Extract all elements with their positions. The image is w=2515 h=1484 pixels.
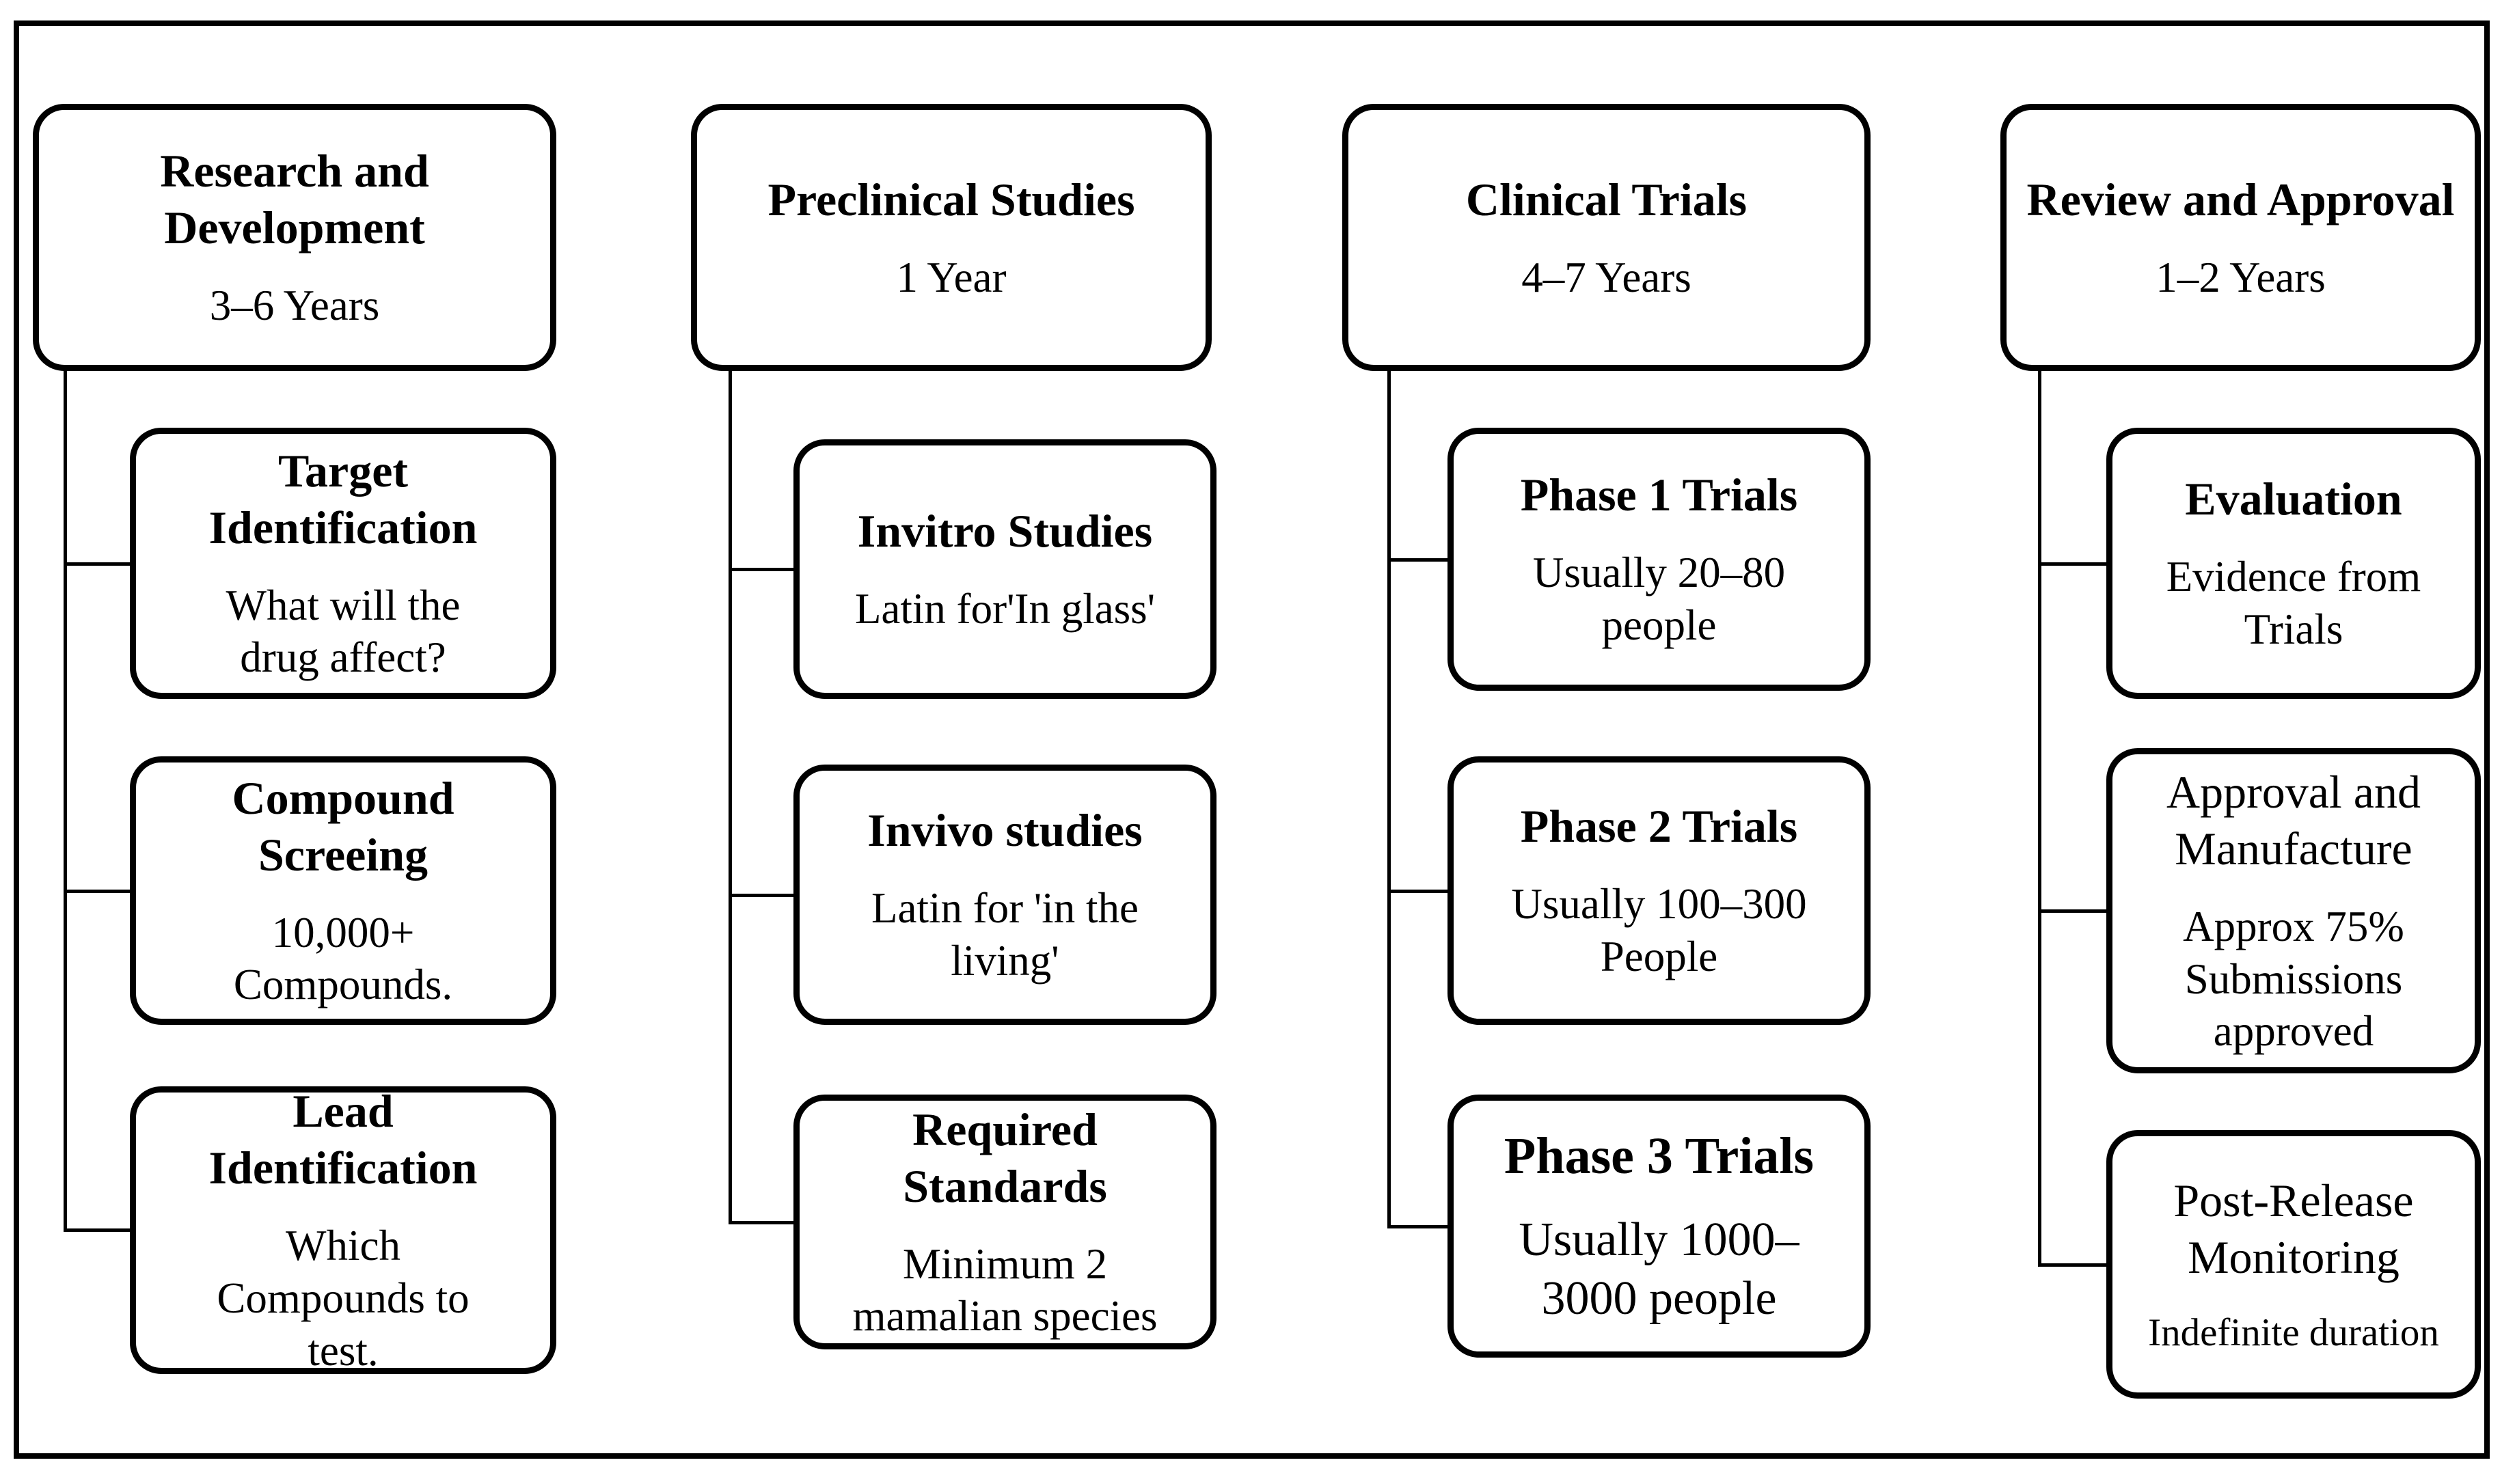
substage-description: What will the drug affect? — [226, 581, 461, 682]
connector-trunk-col3 — [1387, 371, 1391, 1228]
substage-title: Required Standards — [903, 1103, 1107, 1212]
connector-stub — [64, 1228, 130, 1232]
connector-stub — [64, 890, 130, 893]
substage-box-compound-screening: Compound Screeing 10,000+ Compounds. — [130, 756, 556, 1025]
stage-duration: 1 Year — [896, 253, 1007, 301]
stage-title: Review and Approval — [2026, 173, 2455, 225]
stage-title: Preclinical Studies — [767, 173, 1135, 225]
substage-description: Which Compounds to test. — [217, 1222, 470, 1375]
stage-box-review-and-approval: Review and Approval 1–2 Years — [2000, 104, 2481, 371]
connector-trunk-col4 — [2038, 371, 2041, 1267]
substage-description: Latin for'In glass' — [854, 585, 1156, 633]
substage-title: Invivo studies — [867, 804, 1143, 857]
substage-box-target-identification: Target Identification What will the drug… — [130, 428, 556, 699]
connector-stub — [2038, 909, 2106, 913]
substage-description: Usually 100–300 People — [1511, 880, 1807, 980]
substage-title: Phase 3 Trials — [1504, 1127, 1814, 1185]
substage-box-required-standards: Required Standards Minimum 2 mamalian sp… — [793, 1095, 1216, 1349]
stage-box-clinical-trials: Clinical Trials 4–7 Years — [1342, 104, 1871, 371]
substage-title: Approval and Manufacture — [2166, 765, 2421, 875]
stage-duration: 1–2 Years — [2156, 253, 2326, 301]
substage-title: Phase 1 Trials — [1520, 469, 1798, 521]
substage-box-approval-and-manufacture: Approval and Manufacture Approx 75% Subm… — [2106, 748, 2481, 1073]
substage-description: Minimum 2 mamalian species — [852, 1239, 1158, 1341]
substage-title: Lead Identification — [208, 1085, 478, 1194]
substage-box-invitro-studies: Invitro Studies Latin for'In glass' — [793, 439, 1216, 699]
connector-stub — [64, 562, 130, 566]
connector-stub — [729, 568, 793, 571]
stage-title: Research and Development — [160, 145, 429, 254]
substage-box-post-release-monitoring: Post-Release Monitoring Indefinite durat… — [2106, 1130, 2481, 1399]
stage-title: Clinical Trials — [1465, 173, 1748, 225]
substage-box-phase-1-trials: Phase 1 Trials Usually 20–80 people — [1447, 428, 1871, 691]
substage-description: Approx 75% Submissions approved — [2183, 902, 2404, 1056]
substage-description: Usually 1000– 3000 people — [1519, 1213, 1799, 1325]
substage-description: Evidence from Trials — [2166, 553, 2421, 653]
substage-description: Usually 20–80 people — [1532, 549, 1786, 649]
connector-stub — [729, 894, 793, 897]
stage-duration: 3–6 Years — [209, 281, 380, 330]
substage-description: Latin for 'in the living' — [871, 884, 1139, 985]
stage-box-preclinical-studies: Preclinical Studies 1 Year — [691, 104, 1212, 371]
connector-stub — [729, 1221, 793, 1224]
substage-box-invivo-studies: Invivo studies Latin for 'in the living' — [793, 765, 1216, 1025]
connector-stub — [2038, 1263, 2106, 1267]
connector-trunk-col1 — [64, 371, 67, 1232]
connector-stub — [1387, 890, 1447, 893]
connector-stub — [2038, 562, 2106, 566]
substage-box-phase-2-trials: Phase 2 Trials Usually 100–300 People — [1447, 756, 1871, 1025]
connector-trunk-col2 — [729, 371, 732, 1224]
substage-box-phase-3-trials: Phase 3 Trials Usually 1000– 3000 people — [1447, 1095, 1871, 1358]
substage-description: 10,000+ Compounds. — [233, 908, 453, 1009]
substage-title: Compound Screeing — [232, 771, 454, 881]
connector-stub — [1387, 1225, 1447, 1228]
stage-box-research-and-development: Research and Development 3–6 Years — [33, 104, 556, 371]
substage-title: Target Identification — [208, 444, 478, 553]
connector-stub — [1387, 558, 1447, 562]
substage-title: Phase 2 Trials — [1520, 800, 1798, 853]
substage-box-evaluation: Evaluation Evidence from Trials — [2106, 428, 2481, 699]
substage-title: Invitro Studies — [857, 505, 1153, 558]
substage-box-lead-identification: Lead Identification Which Compounds to t… — [130, 1085, 556, 1375]
substage-title: Evaluation — [2185, 473, 2402, 525]
substage-title: Post-Release Monitoring — [2173, 1174, 2414, 1283]
stage-duration: 4–7 Years — [1521, 253, 1691, 301]
substage-description: Indefinite duration — [2148, 1310, 2439, 1354]
